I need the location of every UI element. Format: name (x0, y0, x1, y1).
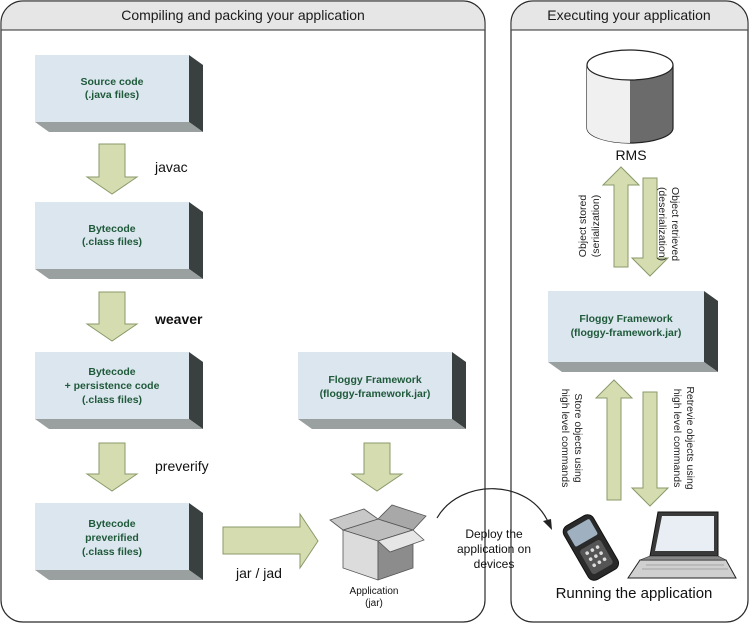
floggy-right-line1: Floggy Framework (579, 313, 673, 325)
bytecode-persistence-line2: + persistence code (65, 380, 160, 392)
package-label-line1: Application (350, 586, 399, 597)
bytecode-preverified-box: Bytecode preverified (.class files) (35, 503, 203, 580)
rms-label: RMS (615, 147, 646, 163)
svg-text:Deploy the: Deploy the (465, 527, 523, 541)
bytecode-persistence-line3: (.class files) (82, 394, 142, 406)
floggy-left-line1: Floggy Framework (328, 374, 422, 386)
deploy-curve-arrow (436, 488, 550, 525)
store-objects-arrow (594, 379, 634, 501)
source-code-box: Source code (.java files) (35, 55, 203, 132)
running-label: Running the application (556, 585, 713, 602)
source-code-line1: Source code (80, 76, 143, 88)
object-retrieved-arrow (630, 177, 670, 277)
weaver-label: weaver (154, 311, 203, 327)
bytecode-preverified-line3: (.class files) (82, 546, 142, 558)
bytecode-preverified-line2: preverified (85, 532, 139, 544)
store-cmd-line1: Store objects using (572, 393, 584, 482)
floggy-right-line2: (floggy-framework.jar) (571, 327, 682, 339)
retrieve-cmd-line1: Retrevie objects using (684, 386, 696, 489)
deploy-label: Deploy the application on devices (457, 527, 531, 571)
javac-label: javac (154, 159, 188, 175)
deploy-arrowhead (543, 519, 552, 530)
source-code-line2: (.java files) (85, 89, 139, 101)
retrieve-objects-arrow (630, 391, 670, 507)
laptop-icon (627, 511, 737, 579)
weaver-arrow (85, 291, 139, 342)
floggy-framework-box-right: Floggy Framework (floggy-framework.jar) (548, 291, 718, 372)
jar-jad-arrow (222, 512, 319, 570)
svg-text:application on: application on (457, 542, 531, 556)
object-stored-arrow (601, 166, 641, 268)
svg-text:devices: devices (474, 557, 515, 571)
package-label-line2: (jar) (365, 598, 383, 609)
right-panel-title: Executing your application (547, 7, 710, 23)
object-stored-line1: Object stored (577, 195, 589, 258)
rms-database-icon (586, 49, 674, 144)
bytecode-persistence-box: Bytecode + persistence code (.class file… (35, 352, 203, 429)
object-retrieved-line1: Object retrieved (669, 187, 681, 261)
object-retrieved-line2: (deserialization) (656, 187, 668, 261)
preverify-label: preverify (155, 458, 209, 474)
mobile-phone-icon (562, 514, 620, 581)
framework-to-package-arrow (350, 442, 404, 492)
application-package-icon (329, 504, 427, 581)
bytecode-persistence-line1: Bytecode (88, 366, 135, 378)
object-stored-line2: (serialization) (590, 195, 602, 257)
left-panel-title: Compiling and packing your application (121, 7, 365, 23)
floggy-left-line2: (floggy-framework.jar) (320, 388, 431, 400)
floggy-framework-box-left: Floggy Framework (floggy-framework.jar) (298, 352, 466, 429)
jar-jad-label: jar / jad (235, 565, 282, 581)
bytecode-box: Bytecode (.class files) (35, 202, 203, 279)
preverify-arrow (85, 442, 139, 492)
javac-arrow (85, 143, 139, 195)
retrieve-cmd-line2: high level commands (671, 389, 683, 488)
bytecode-preverified-line1: Bytecode (88, 518, 135, 530)
bytecode-line2: (.class files) (82, 236, 142, 248)
bytecode-line1: Bytecode (88, 223, 135, 235)
store-cmd-line2: high level commands (559, 389, 571, 488)
